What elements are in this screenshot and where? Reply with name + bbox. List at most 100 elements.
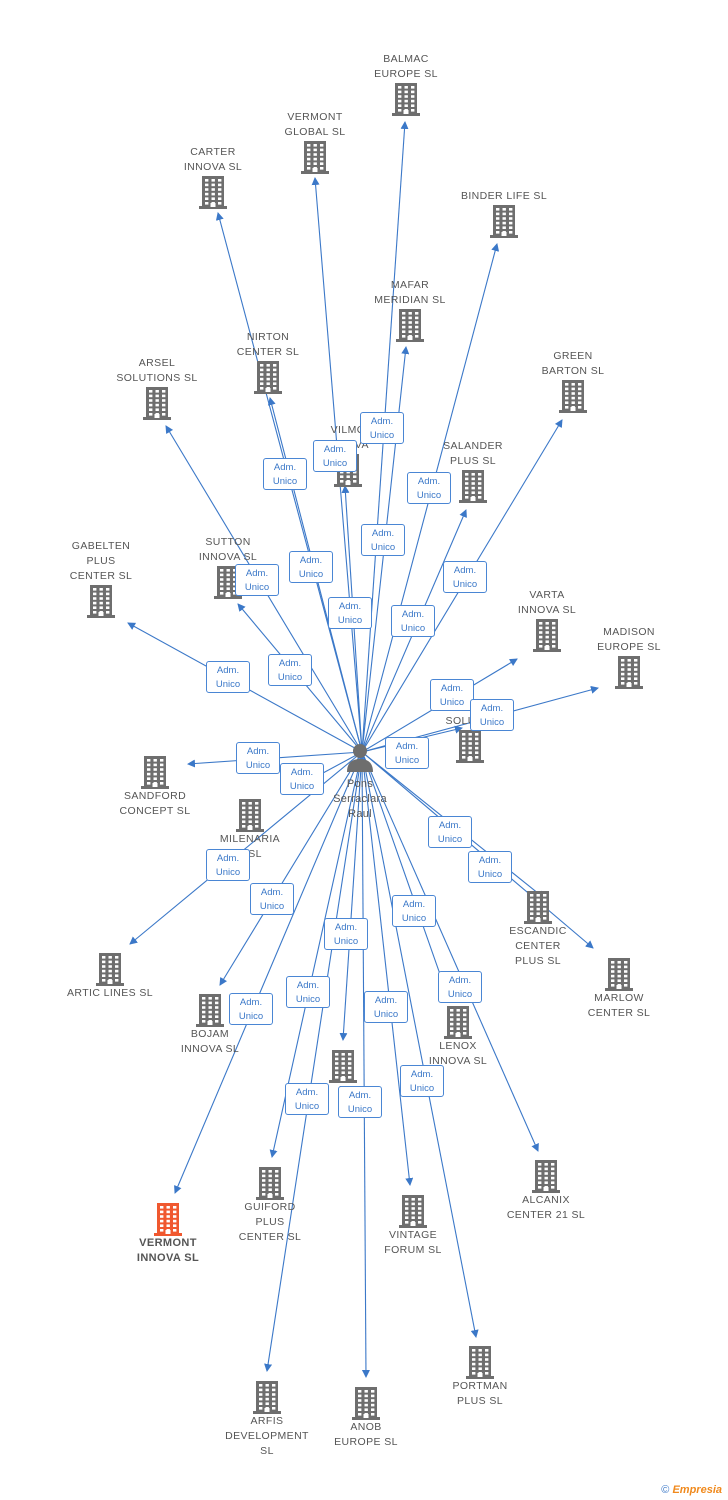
- company-node[interactable]: BOJAM INNOVA SL: [150, 993, 270, 1057]
- role-badge[interactable]: Adm.Unico: [235, 564, 279, 596]
- building-icon: [458, 469, 488, 503]
- role-badge[interactable]: Adm.Unico: [360, 412, 404, 444]
- company-name: SALANDER PLUS SL: [443, 440, 503, 467]
- badge-role: Adm.: [260, 887, 284, 898]
- company-name: SANDFORD CONCEPT SL: [119, 790, 191, 817]
- person-node[interactable]: Pons Serraclara Raul: [300, 742, 420, 822]
- brand-logo: Empresia: [669, 1484, 722, 1496]
- company-node[interactable]: NIRTON CENTER SL: [208, 330, 328, 394]
- role-badge[interactable]: Adm.Unico: [443, 561, 487, 593]
- company-node[interactable]: VERMONT INNOVA SL: [108, 1202, 228, 1266]
- edge-21: [361, 751, 450, 998]
- role-badge[interactable]: Adm. Unico: [289, 551, 333, 583]
- badge-role: Adm.: [371, 528, 395, 539]
- role-badge[interactable]: Adm.Unico: [286, 976, 330, 1008]
- role-badge[interactable]: Adm.Unico: [328, 597, 372, 629]
- company-node[interactable]: BINDER LIFE SL: [444, 189, 564, 238]
- role-badge[interactable]: Adm.Unico: [407, 472, 451, 504]
- company-name: MAFAR MERIDIAN SL: [374, 279, 446, 306]
- role-badge[interactable]: Adm.Unico: [385, 737, 429, 769]
- role-badge[interactable]: Adm.Unico: [263, 458, 307, 490]
- company-name: VARTA INNOVA SL: [517, 589, 577, 616]
- company-node[interactable]: ALCANIX CENTER 21 SL: [486, 1159, 606, 1223]
- company-node[interactable]: PORTMAN PLUS SL: [420, 1345, 540, 1409]
- badge-role: Adm.: [299, 555, 323, 566]
- badge-role-type: Unico: [394, 755, 420, 766]
- company-node[interactable]: T S: [283, 1049, 403, 1113]
- role-badge[interactable]: Adm.Unico: [391, 605, 435, 637]
- company-node[interactable]: VINTAGE FORUM SL: [353, 1194, 473, 1258]
- company-node[interactable]: MARLOW CENTER SL: [559, 957, 679, 1021]
- building-icon: [604, 957, 634, 991]
- role-badge[interactable]: Adm.Unico: [400, 1065, 444, 1097]
- badge-role-type: Unico: [400, 623, 426, 634]
- badge-role: Adm.: [323, 444, 347, 455]
- badge-role-type: Unico: [401, 913, 427, 924]
- company-node[interactable]: ANOB EUROPE SL: [306, 1386, 426, 1450]
- role-badge[interactable]: Adm.Unico: [428, 816, 472, 848]
- edge-27: [264, 751, 363, 1372]
- company-name: VERMONT INNOVA SL: [136, 1237, 200, 1264]
- role-badge[interactable]: Adm. Unico: [430, 679, 474, 711]
- badge-role-type: Unico: [295, 994, 321, 1005]
- company-name: MADISON EUROPE SL: [597, 626, 661, 653]
- company-node[interactable]: BALMAC EUROPE SL: [346, 52, 466, 116]
- company-node[interactable]: SUTTON INNOVA SL: [168, 535, 288, 599]
- role-badge[interactable]: Adm.Unico: [324, 918, 368, 950]
- company-node[interactable]: VARTA INNOVA SL: [487, 588, 607, 652]
- company-node[interactable]: SANDFORD CONCEPT SL: [95, 755, 215, 819]
- role-badge[interactable]: Adm.Unico: [361, 524, 405, 556]
- role-badge[interactable]: Adm.Unico: [338, 1086, 382, 1118]
- badge-role: Adm.: [278, 658, 302, 669]
- edge-28: [361, 751, 370, 1378]
- building-icon: [614, 655, 644, 689]
- building-icon: [398, 1194, 428, 1228]
- role-badge[interactable]: Adm.Unico: [285, 1083, 329, 1115]
- badge-role-type: Unico: [238, 1011, 264, 1022]
- company-name: BOJAM INNOVA SL: [180, 1028, 240, 1055]
- company-name: VERMONT GLOBAL SL: [284, 111, 346, 138]
- company-node[interactable]: ARFIS DEVELOPMENT SL: [207, 1380, 327, 1459]
- company-node[interactable]: CARTER INNOVA SL: [153, 145, 273, 209]
- role-badge[interactable]: Adm.Unico: [206, 661, 250, 693]
- badge-role-type: Unico: [439, 697, 465, 708]
- company-node[interactable]: ARTIC LINES SL: [50, 952, 170, 1001]
- building-icon: [142, 386, 172, 420]
- company-node[interactable]: LENOX INNOVA SL: [398, 1005, 518, 1069]
- building-icon: [391, 82, 421, 116]
- badge-role-type: Unico: [322, 458, 348, 469]
- company-node[interactable]: GREEN BARTON SL: [513, 349, 633, 413]
- edge-29: [361, 751, 479, 1338]
- company-node[interactable]: SALANDER PLUS SL: [413, 439, 533, 503]
- role-badge[interactable]: Adm.Unico: [250, 883, 294, 915]
- role-badge[interactable]: Adm.Unico: [438, 971, 482, 1003]
- role-badge[interactable]: Adm.Unico: [229, 993, 273, 1025]
- company-node[interactable]: ARSEL SOLUTIONS SL: [97, 356, 217, 420]
- role-badge[interactable]: Adm.Unico: [236, 742, 280, 774]
- edge-18: [361, 751, 594, 949]
- company-name: VINTAGE FORUM SL: [384, 1229, 442, 1256]
- badge-role-type: Unico: [333, 936, 359, 947]
- role-badge[interactable]: Adm.Unico: [280, 763, 324, 795]
- badge-role: Adm.: [440, 683, 464, 694]
- building-icon: [558, 379, 588, 413]
- building-icon: [532, 618, 562, 652]
- role-badge[interactable]: Adm.Unico: [392, 895, 436, 927]
- role-badge[interactable]: Adm.Unico: [206, 849, 250, 881]
- badge-role: Adm.: [453, 565, 477, 576]
- building-icon: [252, 1380, 282, 1414]
- role-badge[interactable]: Adm. Unico: [268, 654, 312, 686]
- company-node[interactable]: ESCANDIC CENTER PLUS SL: [478, 890, 598, 969]
- role-badge[interactable]: Adm.Unico: [468, 851, 512, 883]
- company-node[interactable]: MAFAR MERIDIAN SL: [350, 278, 470, 342]
- company-node[interactable]: MADISON EUROPE SL: [569, 625, 689, 689]
- role-badge[interactable]: Adm.Unico: [364, 991, 408, 1023]
- role-badge[interactable]: Adm. Unico: [313, 440, 357, 472]
- company-name: ARTIC LINES SL: [67, 987, 153, 999]
- badge-role-type: Unico: [277, 672, 303, 683]
- company-node[interactable]: VERMONT GLOBAL SL: [255, 110, 375, 174]
- role-badge[interactable]: Adm.Unico: [470, 699, 514, 731]
- badge-role-type: Unico: [298, 569, 324, 580]
- company-node[interactable]: GABELTEN PLUS CENTER SL: [41, 539, 161, 618]
- company-node[interactable]: GUIFORD PLUS CENTER SL: [210, 1166, 330, 1245]
